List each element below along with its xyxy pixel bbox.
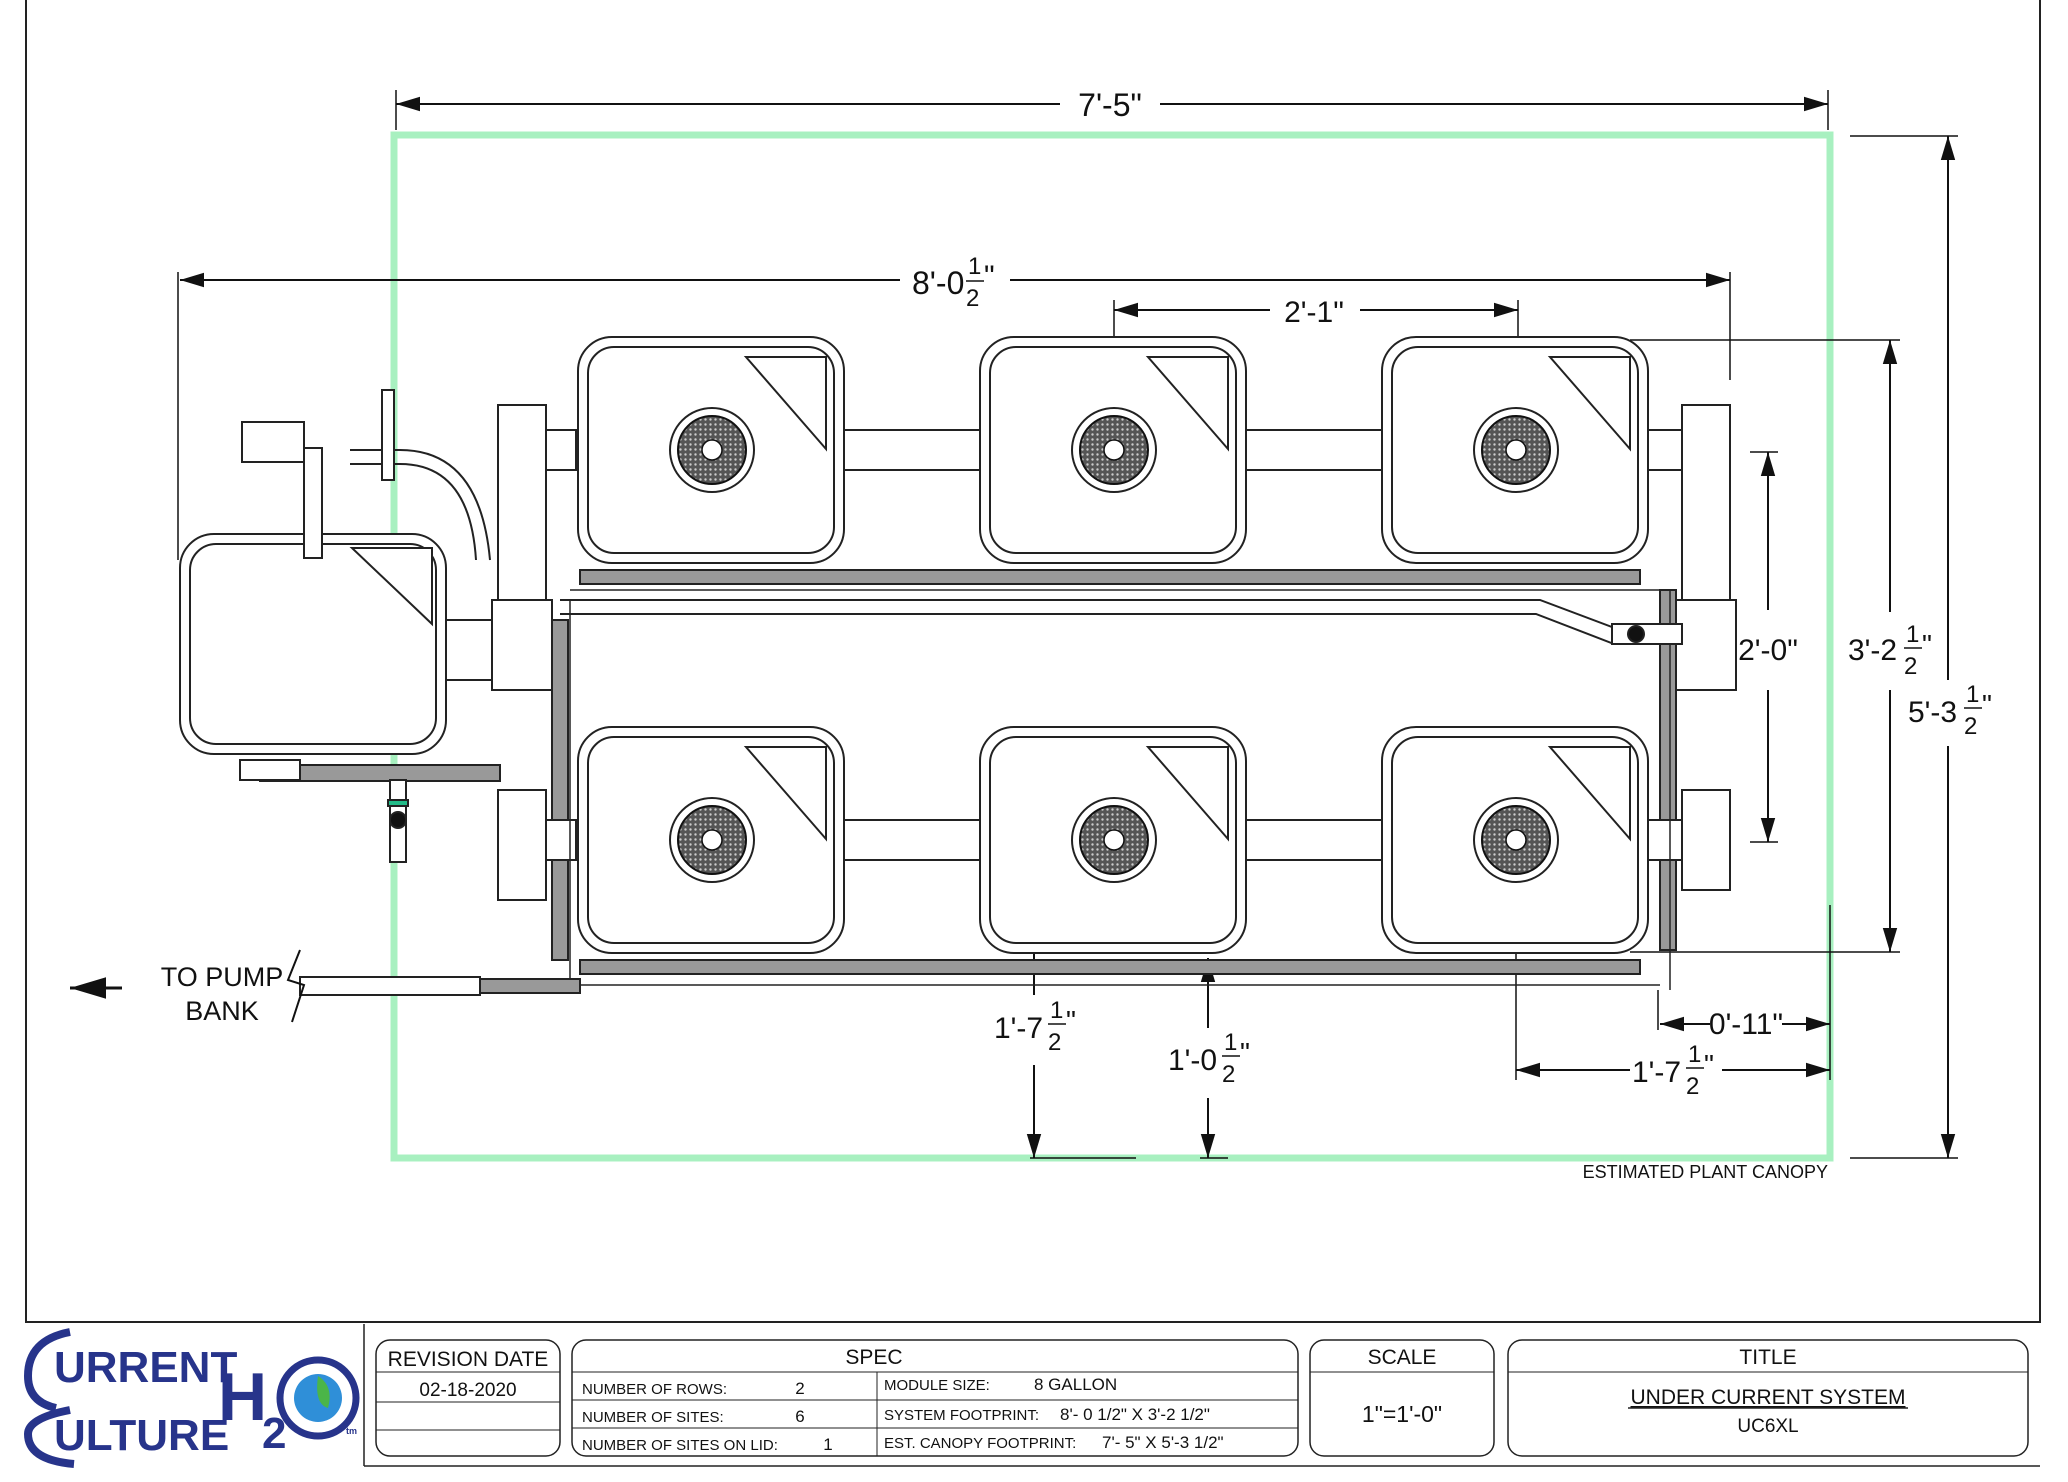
title-block: REVISION DATE 02-18-2020 SPEC NUMBER OF … [363,1324,2040,1467]
svg-text:1: 1 [1906,621,1919,648]
svg-text:2: 2 [966,285,979,312]
svg-text:": " [1240,1037,1250,1068]
svg-text:UNDER CURRENT SYSTEM: UNDER CURRENT SYSTEM [1631,1386,1906,1409]
svg-text:URRENT: URRENT [54,1343,237,1392]
svg-text:3'-2: 3'-2 [1848,634,1897,667]
svg-text:1: 1 [1224,1029,1237,1056]
svg-text:2: 2 [1904,653,1917,680]
grow-site-4 [577,726,845,954]
svg-text:1: 1 [1966,681,1979,708]
svg-text:": " [1982,689,1992,720]
svg-text:": " [984,260,995,293]
svg-text:1: 1 [1688,1041,1701,1068]
dim-canopy-width: 7'-5" [395,87,1829,130]
svg-text:": " [1066,1005,1076,1036]
svg-text:SYSTEM FOOTPRINT:: SYSTEM FOOTPRINT: [884,1407,1039,1424]
svg-text:8 GALLON: 8 GALLON [1034,1375,1117,1394]
plant-canopy-outline [390,131,1834,1162]
spec-box: SPEC NUMBER OF ROWS: 2 NUMBER OF SITES: … [571,1339,1299,1457]
break-symbol [286,949,306,1023]
svg-text:tm: tm [346,1426,357,1436]
svg-text:02-18-2020: 02-18-2020 [419,1380,516,1401]
dim-system-depth: 3'-2 1 2 " [1630,339,1932,953]
dim-system-width: 8'-0 1 2 " [177,253,1731,560]
svg-text:2: 2 [1222,1061,1235,1088]
svg-text:NUMBER OF SITES ON LID:: NUMBER OF SITES ON LID: [582,1437,778,1454]
svg-text:H: H [218,1359,267,1435]
title-box: TITLE UNDER CURRENT SYSTEM UC6XL [1507,1339,2029,1457]
dim-side-offset-frame: 0'-11" [1657,905,1831,1080]
pump-bank-callout: TO PUMP BANK [70,962,283,1026]
system-frame [259,404,1737,996]
svg-text:1'-7: 1'-7 [1632,1056,1681,1089]
svg-text:TITLE: TITLE [1739,1346,1796,1369]
grow-site-1 [577,336,845,564]
svg-text:2: 2 [1964,713,1977,740]
svg-text:BANK: BANK [185,996,259,1026]
svg-text:2: 2 [1048,1029,1061,1056]
svg-text:2: 2 [795,1379,804,1398]
svg-text:1'-0: 1'-0 [1168,1044,1217,1077]
grow-site-2 [979,336,1247,564]
svg-text:7'- 5" X 5'-3 1/2": 7'- 5" X 5'-3 1/2" [1102,1433,1224,1452]
svg-text:8'-0: 8'-0 [912,265,964,301]
svg-text:NUMBER OF SITES:: NUMBER OF SITES: [582,1409,724,1426]
ball-valve-return [1611,623,1683,645]
canopy-label: ESTIMATED PLANT CANOPY [1583,1162,1828,1182]
grow-site-5 [979,726,1247,954]
svg-text:ULTURE: ULTURE [54,1411,229,1460]
dim-front-offset-site: 1'-7 1 2 " [994,845,1136,1159]
dim-row-spacing: 2'-0" [1738,451,1798,843]
svg-text:MODULE SIZE:: MODULE SIZE: [884,1377,990,1394]
svg-text:1: 1 [968,253,981,280]
svg-text:5'-3: 5'-3 [1908,696,1957,729]
svg-text:EST. CANOPY FOOTPRINT:: EST. CANOPY FOOTPRINT: [884,1435,1076,1452]
grow-site-3 [1381,336,1649,564]
revision-box: REVISION DATE 02-18-2020 [375,1339,561,1457]
page-border [25,0,2041,1323]
svg-text:2'-1": 2'-1" [1284,296,1344,329]
scale-box: SCALE 1"=1'-0" [1309,1339,1495,1457]
dim-front-offset-frame: 1'-0 1 2 " [1168,958,1250,1159]
reservoir [179,389,493,781]
svg-text:1: 1 [823,1435,832,1454]
svg-text:1: 1 [1050,997,1063,1024]
svg-text:": " [1922,629,1932,660]
svg-text:2: 2 [1686,1073,1699,1100]
svg-text:0'-11": 0'-11" [1709,1008,1783,1041]
svg-text:1'-7: 1'-7 [994,1012,1043,1045]
svg-text:NUMBER OF ROWS:: NUMBER OF ROWS: [582,1381,727,1398]
svg-text:": " [1704,1049,1714,1080]
svg-text:TO PUMP: TO PUMP [161,962,284,992]
svg-text:1"=1'-0": 1"=1'-0" [1362,1401,1442,1427]
current-culture-logo: URRENT ULTURE H 2 tm [23,1328,360,1468]
svg-text:2'-0": 2'-0" [1738,634,1798,667]
svg-text:SPEC: SPEC [845,1346,902,1369]
dim-canopy-depth: 5'-3 1 2 " [1850,135,1992,1159]
grow-site-6 [1381,726,1649,954]
svg-text:SCALE: SCALE [1368,1346,1437,1369]
svg-text:REVISION DATE: REVISION DATE [388,1348,549,1371]
svg-text:UC6XL: UC6XL [1737,1416,1798,1437]
ball-valve-front [387,779,409,863]
svg-text:7'-5": 7'-5" [1078,87,1142,123]
svg-text:8'- 0 1/2" X 3'-2 1/2": 8'- 0 1/2" X 3'-2 1/2" [1060,1405,1210,1424]
dim-side-offset-site: 1'-7 1 2 " [1515,910,1830,1100]
svg-text:6: 6 [795,1407,804,1426]
